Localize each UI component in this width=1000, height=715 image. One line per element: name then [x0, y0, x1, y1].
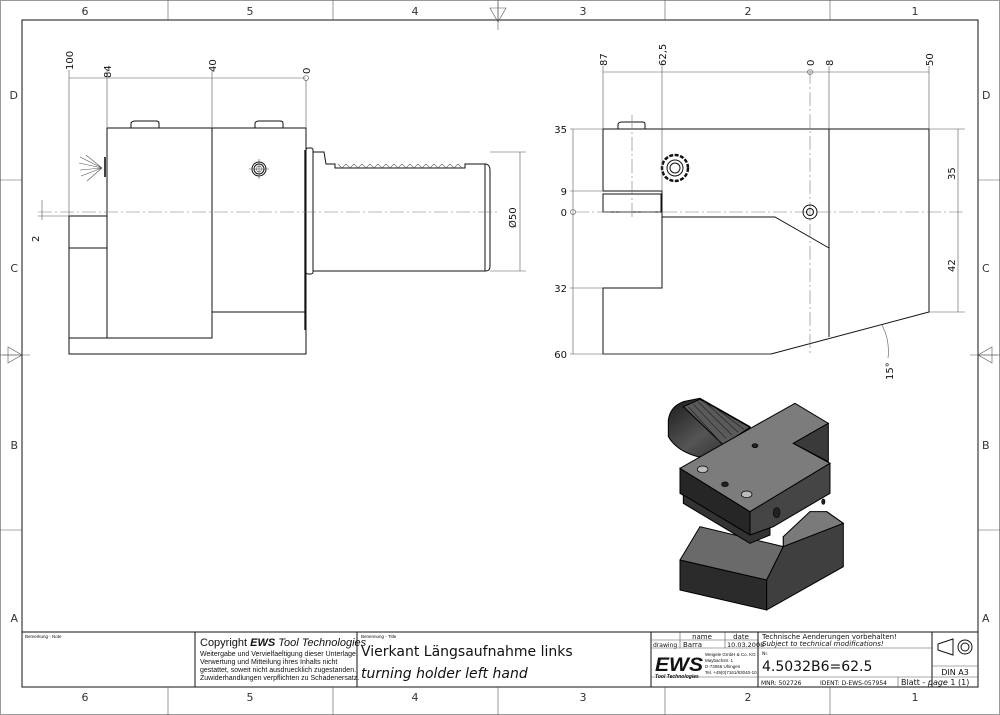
- svg-text:60: 60: [554, 350, 567, 361]
- paper-format: DIN A3: [941, 668, 969, 677]
- front-view: 87 62,5 0 8 50 35 9 0 32 60 35 42 15°: [554, 44, 965, 380]
- note-english: Subject to technical modifications!: [762, 640, 884, 648]
- svg-text:100: 100: [65, 51, 76, 70]
- address-line: D-73066 Uhingen: [705, 664, 741, 669]
- svg-text:15°: 15°: [885, 362, 896, 380]
- drawn-by: Barra: [683, 641, 702, 649]
- drawing-date: 10.03.2008: [727, 641, 764, 649]
- note-german: Technische Aenderungen vorbehalten!: [761, 633, 897, 641]
- sheet-info: Blatt - page 1 (1): [901, 678, 969, 687]
- column-labels-bottom: 6 5 4 3 2 1: [82, 691, 919, 704]
- title-block: Bemerkung - Note Copyright EWS Tool Tech…: [22, 631, 978, 687]
- svg-text:42: 42: [947, 259, 958, 272]
- svg-text:C: C: [982, 262, 990, 275]
- front-view-dimensions: 87 62,5 0 8 50 35 9 0 32 60 35 42 15°: [554, 44, 965, 380]
- svg-text:1: 1: [912, 691, 919, 704]
- copyright-heading: Copyright EWS Tool Technologies: [200, 637, 367, 649]
- address-line: Weigele GmbH & Co. KG: [705, 652, 756, 657]
- number-label: Nr.: [762, 651, 768, 657]
- svg-text:EWS: EWS: [655, 655, 703, 676]
- svg-text:9: 9: [561, 187, 567, 198]
- svg-text:35: 35: [554, 125, 567, 136]
- name-header: name: [692, 633, 712, 641]
- ews-logo: EWS Tool Technologies: [655, 655, 703, 680]
- svg-text:D: D: [982, 89, 990, 102]
- address-line: Tel. +49(0)7161/93040-10: [705, 670, 757, 675]
- svg-text:B: B: [10, 439, 18, 452]
- copyright-line: Zuwiderhandlungen verpflichten zu Schade…: [200, 675, 359, 682]
- svg-text:1: 1: [912, 5, 919, 18]
- svg-text:5: 5: [247, 5, 254, 18]
- svg-text:62,5: 62,5: [658, 44, 669, 66]
- isometric-view: [667, 397, 845, 611]
- svg-text:5: 5: [247, 691, 254, 704]
- svg-text:A: A: [10, 612, 18, 625]
- mnr: MNR: 502726: [761, 680, 802, 687]
- side-view-dimensions: 100 84 40 0 2 Ø50: [31, 51, 526, 272]
- svg-text:0: 0: [806, 60, 817, 66]
- ident: IDENT: D-EWS-057954: [820, 680, 887, 687]
- svg-text:2: 2: [745, 691, 752, 704]
- svg-text:D: D: [10, 89, 18, 102]
- front-view-outline: [602, 121, 930, 355]
- title-english: turning holder left hand: [361, 666, 528, 682]
- svg-text:2: 2: [31, 236, 42, 242]
- row-label: drawing: [653, 642, 677, 649]
- column-labels-top: 6 5 4 3 2 1: [82, 5, 919, 18]
- drawing-number: 4.5032B6=62.5: [762, 659, 872, 675]
- title-german: Vierkant Längsaufnahme links: [361, 644, 573, 660]
- svg-text:40: 40: [208, 59, 219, 72]
- svg-text:0: 0: [302, 68, 313, 74]
- svg-text:A: A: [982, 612, 990, 625]
- date-header: date: [733, 633, 749, 641]
- svg-text:84: 84: [103, 65, 114, 78]
- svg-text:3: 3: [580, 691, 587, 704]
- center-hole-icon: [802, 204, 818, 220]
- svg-text:4: 4: [412, 691, 419, 704]
- address-line: Maybachstr. 1: [705, 658, 734, 663]
- svg-text:2: 2: [745, 5, 752, 18]
- svg-text:8: 8: [825, 60, 836, 66]
- svg-text:Ø50: Ø50: [507, 207, 519, 228]
- title-label: Benennung - Title: [361, 634, 397, 639]
- svg-text:0: 0: [561, 208, 567, 219]
- screw-icon: [249, 159, 269, 179]
- coolant-spray-icon: [78, 154, 103, 182]
- svg-text:32: 32: [554, 284, 567, 295]
- svg-text:C: C: [10, 262, 18, 275]
- svg-text:6: 6: [82, 691, 89, 704]
- svg-text:Tool Technologies: Tool Technologies: [655, 674, 699, 680]
- svg-text:4: 4: [412, 5, 419, 18]
- svg-text:3: 3: [580, 5, 587, 18]
- row-labels-left: D C B A: [10, 89, 19, 625]
- svg-text:B: B: [982, 439, 990, 452]
- side-view: 100 84 40 0 2 Ø50: [31, 51, 526, 355]
- svg-text:50: 50: [925, 53, 936, 66]
- copyright-line: gestattet, soweit nicht ausdruecklich zu…: [200, 667, 356, 674]
- svg-text:35: 35: [947, 167, 958, 180]
- svg-text:87: 87: [599, 53, 610, 66]
- copyright-line: Verwertung und Mitteilung ihres Inhalts …: [200, 659, 337, 666]
- copyright-line: Weitergabe und Vervielfaeltigung dieser …: [200, 651, 358, 658]
- centering-marks: [2, 2, 998, 364]
- row-labels-right: D C B A: [982, 89, 990, 625]
- side-view-outline: [68, 120, 491, 355]
- first-angle-projection-icon: [937, 638, 973, 656]
- svg-text:6: 6: [82, 5, 89, 18]
- remark-label: Bemerkung - Note: [25, 634, 62, 639]
